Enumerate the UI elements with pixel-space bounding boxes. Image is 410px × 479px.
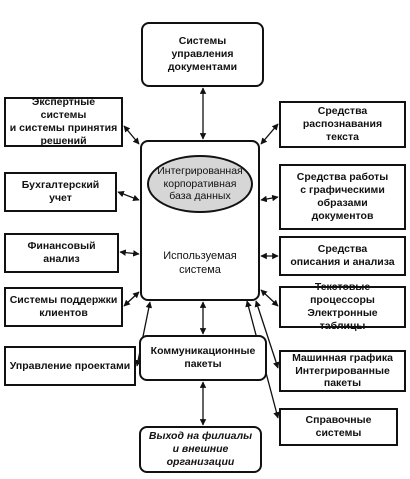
communication-packages-box: Коммуникационные пакеты: [139, 335, 267, 381]
arrow-right-1: [260, 123, 279, 145]
customer-support-box: Системы поддержки клиентов: [4, 287, 123, 327]
arrow-left-4: [123, 291, 140, 307]
description-analysis-box: Средства описания и анализа: [279, 236, 406, 276]
arrow-right-2: [260, 194, 279, 203]
expert-systems-box: Экспертные системы и системы принятия ре…: [4, 96, 123, 147]
branches-external-box: Выход на филиалы и внешние организации: [139, 426, 262, 473]
arrow-right-4: [260, 289, 279, 307]
text-processors-box: Текстовые процессоры Электронные таблицы: [279, 281, 406, 332]
project-management-box: Управление проектами: [4, 346, 136, 386]
used-system-label: Используемая система: [163, 250, 237, 276]
document-management-box: Системы управления документами: [141, 22, 264, 87]
integrated-database-ellipse: Интегрированная корпоративная база данны…: [147, 155, 253, 213]
arrow-left-2: [117, 191, 140, 201]
financial-analysis-box: Финансовый анализ: [4, 233, 119, 273]
reference-systems-box: Справочные системы: [279, 408, 398, 446]
text-recognition-box: Средства распознавания текста: [279, 101, 406, 148]
accounting-box: Бухгалтерский учет: [4, 172, 117, 212]
graphic-documents-box: Средства работы с графическими образами …: [279, 164, 406, 230]
central-system-box: Интегрированная корпоративная база данны…: [140, 140, 260, 301]
computer-graphics-box: Машинная графика Интегрированные пакеты: [279, 350, 406, 392]
arrow-left-3: [119, 249, 140, 257]
arrow-left-1: [123, 125, 140, 145]
